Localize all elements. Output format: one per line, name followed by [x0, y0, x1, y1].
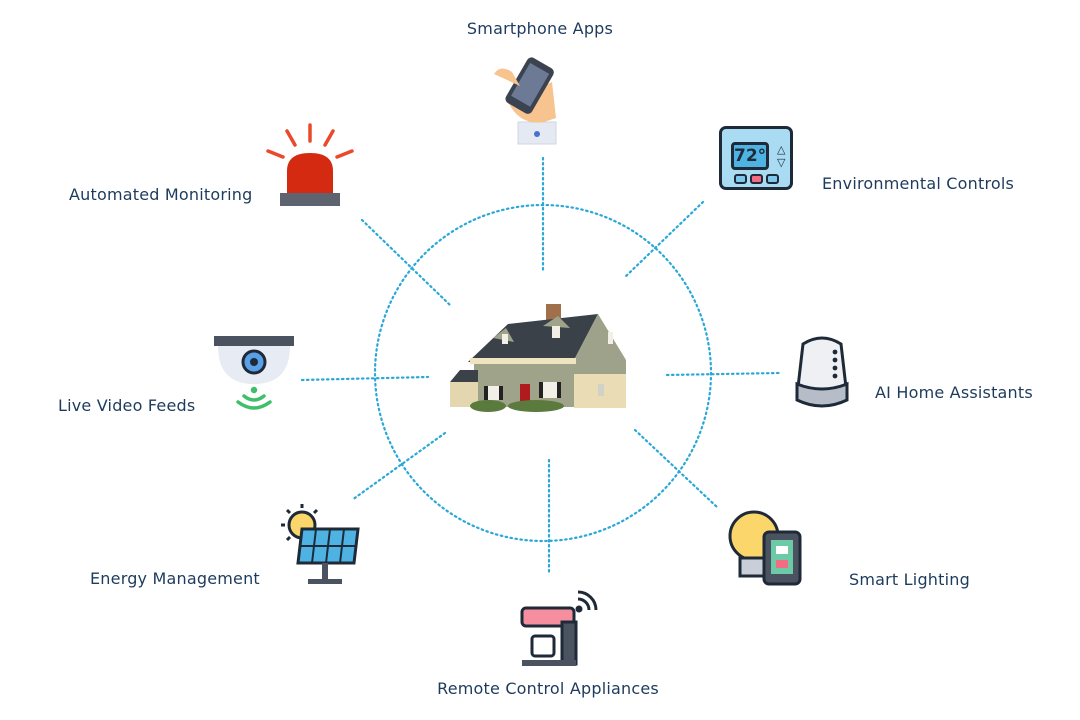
label-environmental-controls: Environmental Controls [822, 174, 1015, 193]
alarm-siren-icon [266, 123, 354, 206]
label-live-video-feeds: Live Video Feeds [58, 396, 196, 415]
label-energy-management: Energy Management [90, 569, 260, 588]
connector-assistant [665, 371, 782, 377]
thermostat-icon: 72° △▽ [719, 126, 793, 190]
coffee-machine-wifi-icon [520, 590, 598, 666]
thermostat-display: 72° [731, 142, 769, 170]
connector-lighting [633, 428, 720, 510]
house-icon [450, 304, 626, 412]
solar-panel-icon [281, 504, 360, 584]
connector-monitoring [360, 218, 452, 307]
smart-bulb-switch-icon [728, 510, 802, 586]
label-smart-lighting: Smart Lighting [849, 570, 970, 589]
smartphone-hand-icon [494, 57, 557, 145]
label-ai-home-assistants: AI Home Assistants [875, 383, 1033, 402]
smart-speaker-icon [795, 336, 849, 408]
label-automated-monitoring: Automated Monitoring [69, 185, 253, 204]
label-remote-control-appliances: Remote Control Appliances [437, 679, 659, 698]
security-camera-icon [214, 336, 294, 410]
connector-energy [350, 431, 447, 502]
connector-video [300, 375, 430, 382]
connector-environmental [623, 200, 705, 279]
label-smartphone-apps: Smartphone Apps [466, 19, 614, 38]
